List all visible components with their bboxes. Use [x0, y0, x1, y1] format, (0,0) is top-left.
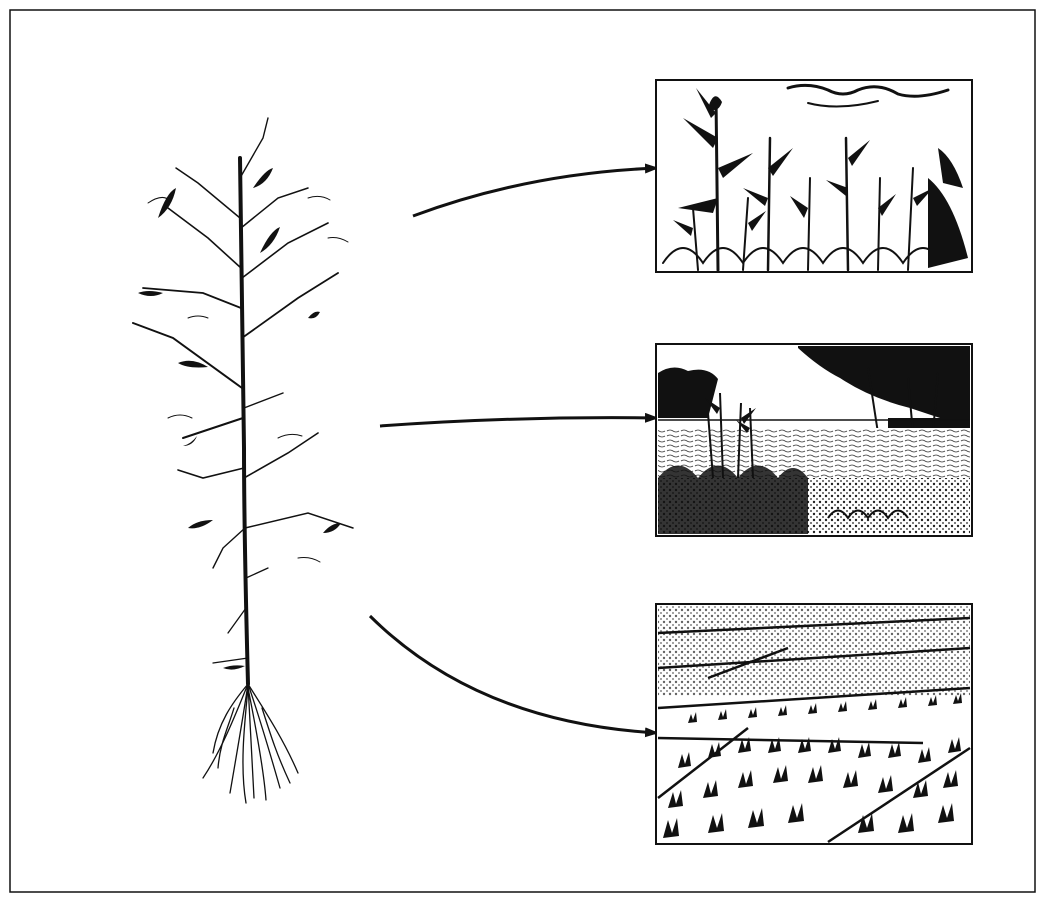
figure-frame	[8, 8, 1037, 894]
habitat-upland	[656, 80, 972, 272]
habitat-wetland	[656, 344, 972, 536]
habitat-rice-paddy	[656, 604, 972, 844]
